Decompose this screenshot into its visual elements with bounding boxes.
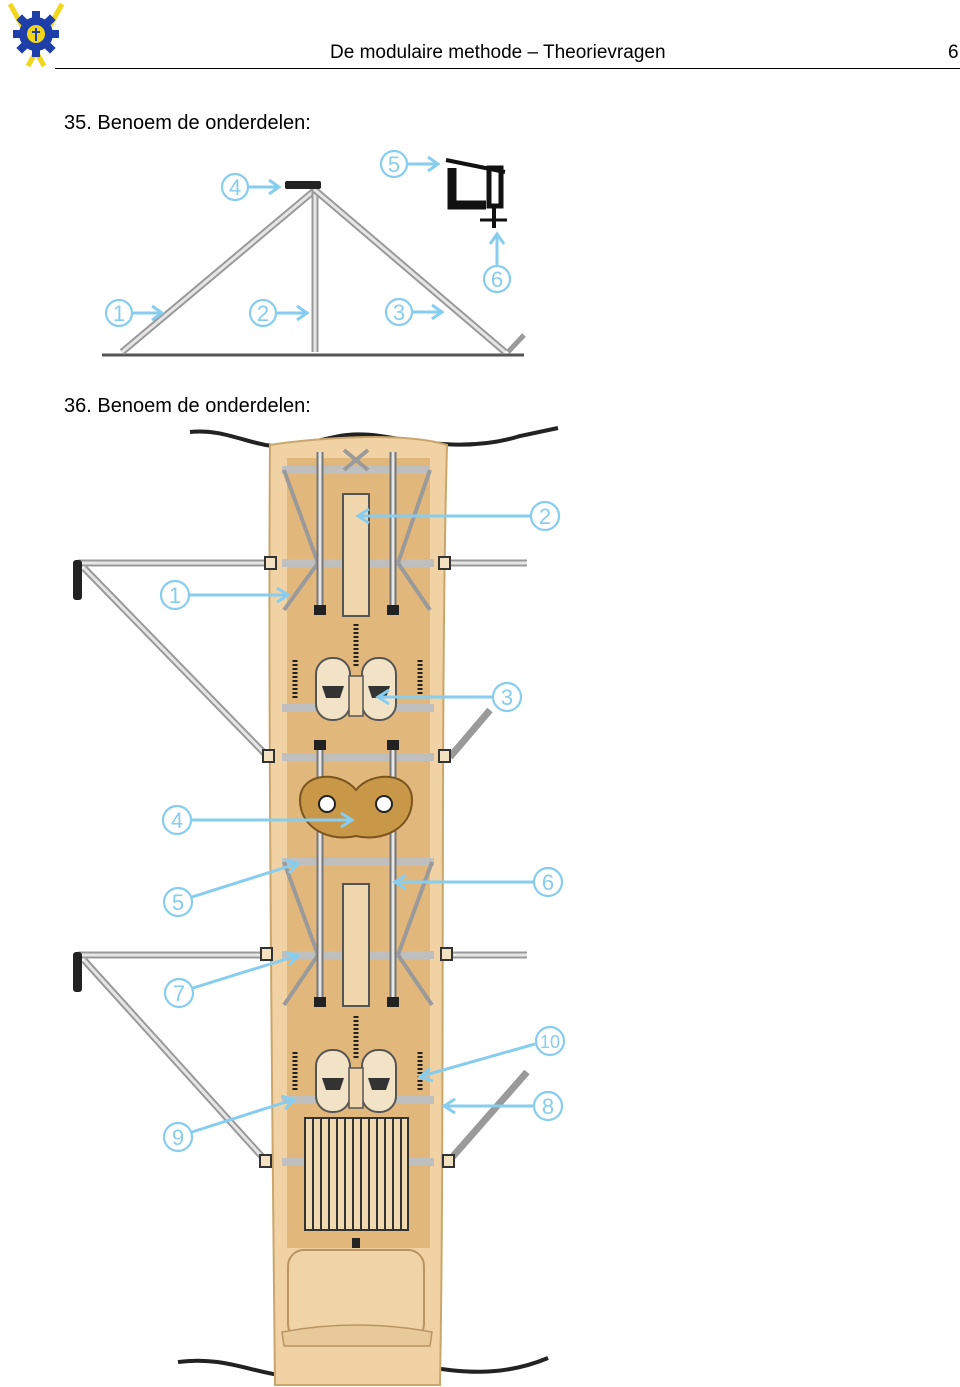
fig35-callout-6: 6 [482, 231, 512, 294]
fig35-callout-4: 4 [220, 172, 282, 202]
fig36-callout-9: 9 [162, 1094, 297, 1153]
svg-text:10: 10 [540, 1032, 560, 1052]
svg-text:1: 1 [113, 301, 125, 326]
fig36-callout-4: 4 [161, 804, 355, 836]
svg-text:1: 1 [169, 583, 181, 608]
question-36: 36. Benoem de onderdelen: [64, 395, 311, 417]
fig35-callout-1: 1 [104, 298, 165, 328]
fig36-callout-10: 10 [417, 1025, 566, 1083]
svg-text:3: 3 [393, 300, 405, 325]
header-divider [55, 68, 960, 69]
svg-text:5: 5 [172, 890, 184, 915]
fig35-callout-3: 3 [384, 297, 445, 327]
svg-text:2: 2 [257, 301, 269, 326]
fig35-callout-2: 2 [248, 298, 310, 328]
fig36-callout-3: 3 [375, 681, 523, 713]
svg-text:9: 9 [172, 1125, 184, 1150]
svg-text:8: 8 [542, 1094, 554, 1119]
page-header-title: De modulaire methode – Theorievragen [330, 42, 666, 63]
svg-text:3: 3 [501, 685, 513, 710]
boat-diagram [73, 426, 559, 1386]
fig36-callout-8: 8 [441, 1090, 564, 1122]
question-35: 35. Benoem de onderdelen: [64, 112, 311, 134]
svg-text:2: 2 [539, 504, 551, 529]
fig36-callout-6: 6 [392, 866, 564, 898]
svg-text:7: 7 [173, 981, 185, 1006]
svg-text:4: 4 [171, 808, 183, 833]
fig36-callout-2: 2 [355, 500, 561, 532]
club-logo-icon [7, 2, 65, 68]
svg-text:5: 5 [388, 152, 400, 177]
page-number: 6 [948, 42, 959, 63]
fig36-callout-7: 7 [163, 950, 301, 1009]
svg-text:6: 6 [542, 870, 554, 895]
svg-text:4: 4 [229, 175, 241, 200]
rigger-diagram [102, 181, 526, 357]
fig35-callout-5: 5 [379, 149, 441, 179]
oarlock-icon [445, 158, 507, 228]
fig36-callout-1: 1 [159, 579, 291, 611]
fig36-callout-5: 5 [162, 858, 301, 918]
svg-text:6: 6 [491, 267, 503, 292]
